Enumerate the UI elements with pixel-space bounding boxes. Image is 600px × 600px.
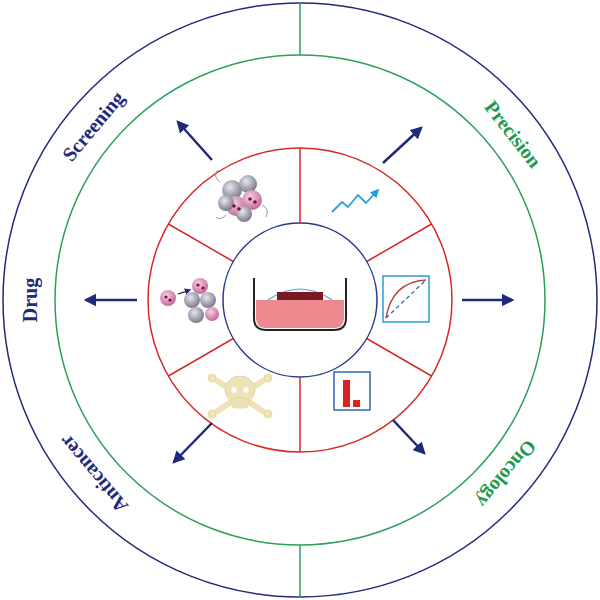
ring-label: Precision [481,97,545,171]
ring-label: Anticancer [55,431,131,516]
ring-label: Oncology [473,436,540,511]
ring-label: Drug [20,278,40,322]
ring-label: Screening [58,88,127,165]
